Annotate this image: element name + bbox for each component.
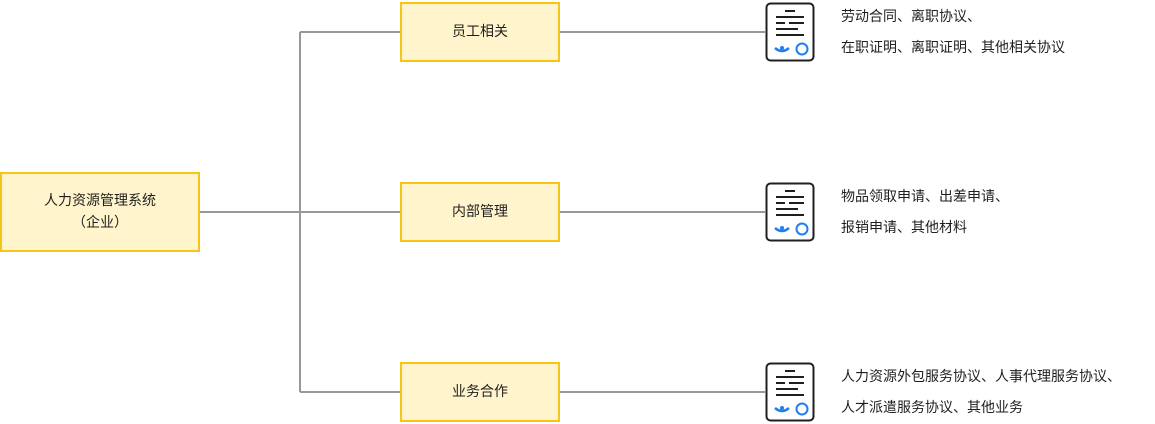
- root-subtitle: （企业）: [72, 215, 128, 231]
- document-icon: [765, 182, 815, 242]
- document-icon: [765, 2, 815, 62]
- document-icon: [765, 362, 815, 422]
- root-node: 人力资源管理系统 （企业）: [0, 172, 200, 252]
- category-description-internal: 物品领取申请、出差申请、 报销申请、其他材料: [841, 182, 1009, 244]
- category-description-business: 人力资源外包服务协议、人事代理服务协议、 人才派遣服务协议、其他业务: [841, 362, 1121, 424]
- category-description-employee: 劳动合同、离职协议、 在职证明、离职证明、其他相关协议: [841, 2, 1065, 64]
- root-title: 人力资源管理系统: [44, 193, 156, 209]
- category-label: 内部管理: [452, 204, 508, 220]
- category-label: 业务合作: [452, 384, 508, 400]
- description-line: 劳动合同、离职协议、: [841, 9, 981, 25]
- description-line: 物品领取申请、出差申请、: [841, 189, 1009, 205]
- description-line: 在职证明、离职证明、其他相关协议: [841, 40, 1065, 56]
- category-node-business: 业务合作: [400, 362, 560, 422]
- category-node-internal: 内部管理: [400, 182, 560, 242]
- description-line: 人力资源外包服务协议、人事代理服务协议、: [841, 369, 1121, 385]
- category-label: 员工相关: [452, 24, 508, 40]
- category-node-employee: 员工相关: [400, 2, 560, 62]
- description-line: 报销申请、其他材料: [841, 220, 967, 236]
- description-line: 人才派遣服务协议、其他业务: [841, 400, 1023, 416]
